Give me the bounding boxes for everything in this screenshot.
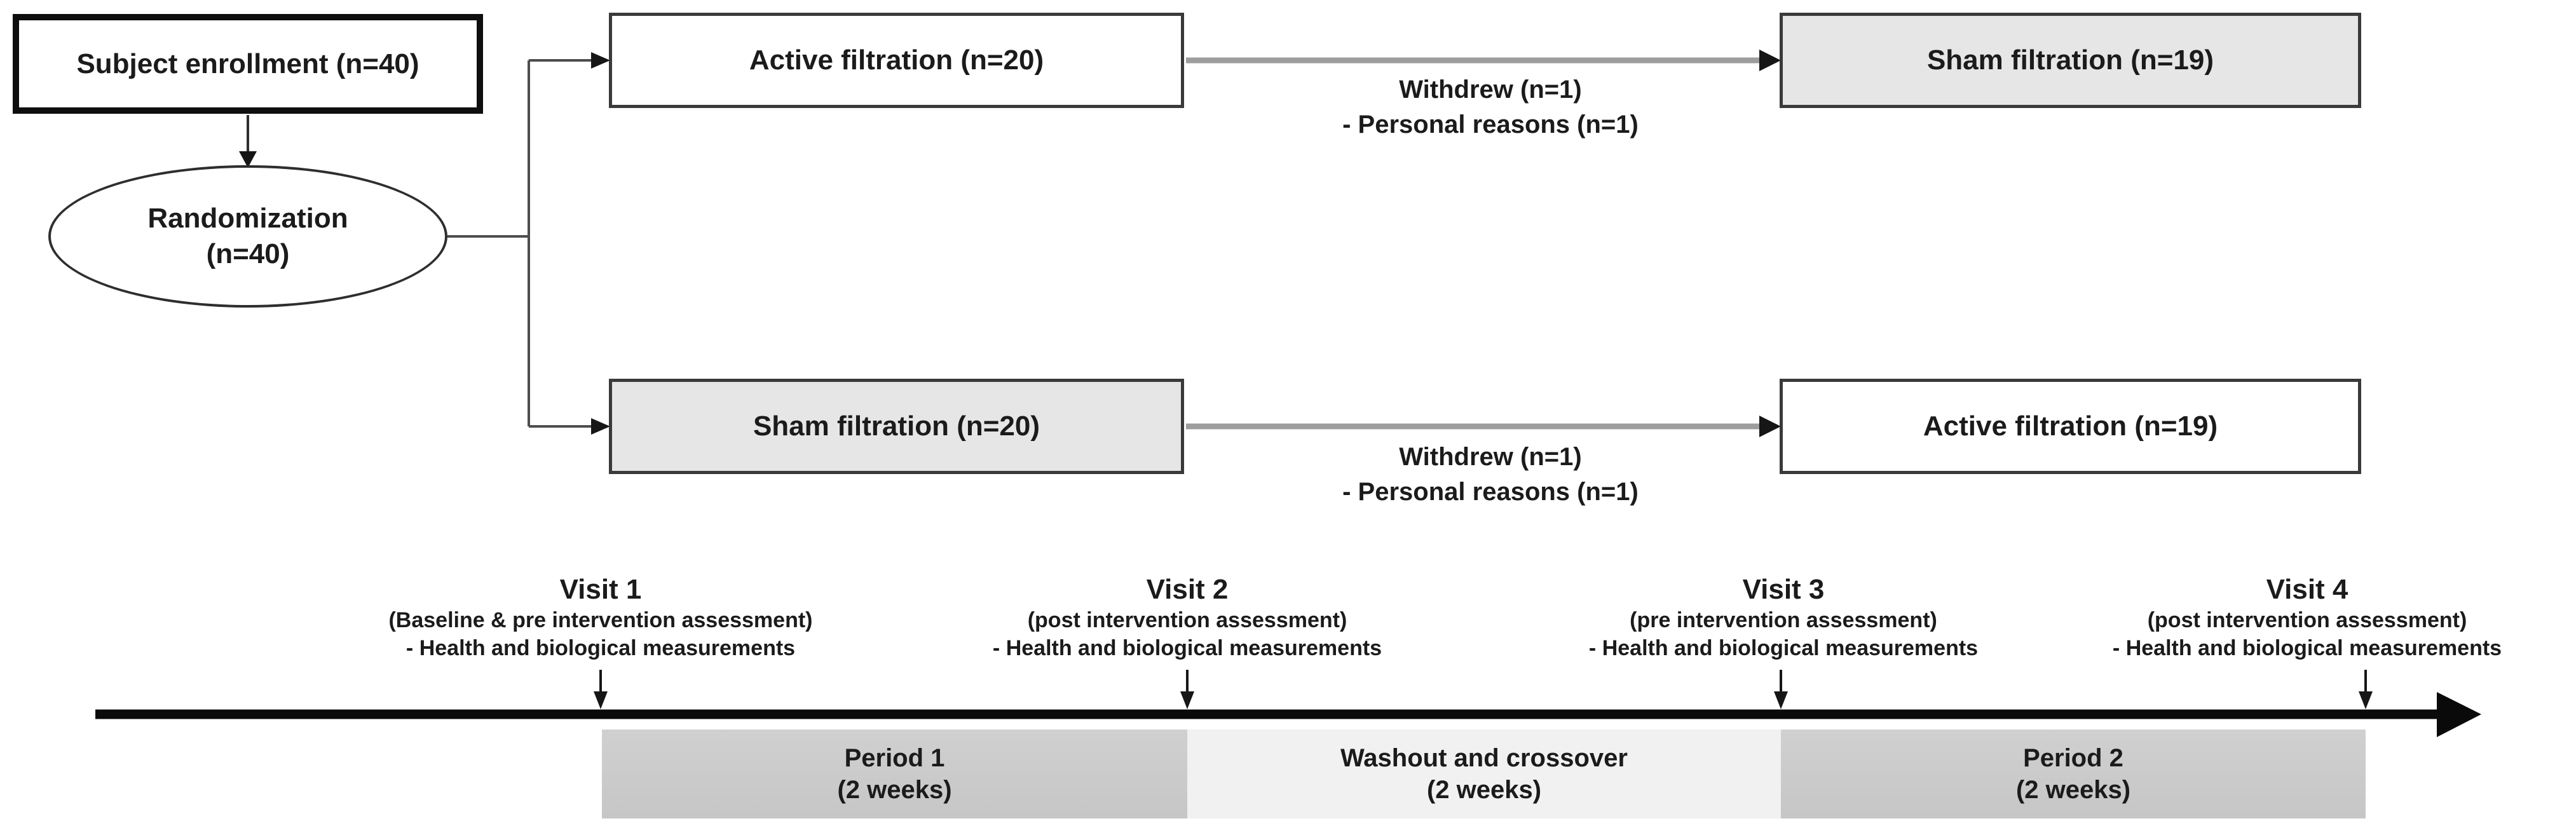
washout-line2: (2 weeks) [1426,776,1542,804]
withdrew-annotation-top: Withdrew (n=1) - Personal reasons (n=1) [1204,72,1776,142]
visit-4-title: Visit 4 [2266,574,2348,605]
withdrew-top-line1: Withdrew (n=1) [1399,76,1582,104]
visit-3-label-block: Visit 3 (pre intervention assessment) - … [1466,573,2101,662]
withdrew-bottom-line1: Withdrew (n=1) [1399,443,1582,471]
period-1-line1: Period 1 [844,744,945,772]
withdrew-annotation-bottom: Withdrew (n=1) - Personal reasons (n=1) [1204,440,1776,510]
subject-enrollment-box: Subject enrollment (n=40) [13,14,483,114]
period-1-line2: (2 weeks) [837,776,952,804]
randomization-label-line1: Randomization [147,203,348,234]
visit-4-detail: - Health and biological measurements [2112,636,2502,660]
period-1-segment: Period 1 (2 weeks) [602,730,1187,818]
visit-2-title: Visit 2 [1146,574,1229,605]
visit-2-label-block: Visit 2 (post intervention assessment) -… [869,573,1505,662]
withdrew-bottom-line2: - Personal reasons (n=1) [1342,478,1639,506]
visit-3-subtitle: (pre intervention assessment) [1630,608,1937,632]
visit-2-detail: - Health and biological measurements [992,636,1382,660]
period-2-line2: (2 weeks) [2015,776,2131,804]
visit-4-tick-arrow [2359,670,2373,709]
active-filtration-period1-box: Active filtration (n=20) [609,13,1184,108]
visit-2-tick-arrow [1180,670,1194,709]
subject-enrollment-label: Subject enrollment (n=40) [76,48,419,79]
sham-filtration-period2-box: Sham filtration (n=19) [1780,13,2361,108]
visit-1-detail: - Health and biological measurements [405,636,796,660]
active-filtration-period2-label: Active filtration (n=19) [1923,411,2218,442]
visit-1-tick-arrow [594,670,608,709]
visit-4-subtitle: (post intervention assessment) [2147,608,2467,632]
period-2-segment: Period 2 (2 weeks) [1781,730,2366,818]
washout-crossover-segment: Washout and crossover (2 weeks) [1187,730,1781,818]
randomization-branch-connector [447,60,530,426]
enrollment-to-randomization-arrow [239,115,257,168]
visit-4-label-block: Visit 4 (post intervention assessment) -… [1989,573,2576,662]
visit-2-subtitle: (post intervention assessment) [1027,608,1347,632]
active-filtration-period1-label: Active filtration (n=20) [749,44,1044,76]
branch-to-active-arrow [529,52,610,69]
visit-1-title: Visit 1 [559,574,642,605]
sham-filtration-period2-label: Sham filtration (n=19) [1926,44,2214,76]
branch-to-sham-arrow [529,418,610,435]
visit-1-subtitle: (Baseline & pre intervention assessment) [388,608,813,632]
visit-1-label-block: Visit 1 (Baseline & pre intervention ass… [283,573,918,662]
active-to-sham-crossover-arrow [1186,50,1781,71]
visit-3-tick-arrow [1774,670,1788,709]
visit-3-title: Visit 3 [1742,574,1825,605]
active-filtration-period2-box: Active filtration (n=19) [1780,379,2361,474]
washout-line1: Washout and crossover [1340,744,1628,772]
sham-filtration-period1-label: Sham filtration (n=20) [753,411,1040,442]
timeline-axis-arrow [95,692,2481,737]
sham-to-active-crossover-arrow [1186,416,1781,437]
randomization-label-line2: (n=40) [206,238,290,269]
randomization-ellipse: Randomization (n=40) [48,165,447,308]
period-2-line1: Period 2 [2023,744,2123,772]
sham-filtration-period1-box: Sham filtration (n=20) [609,379,1184,474]
visit-3-detail: - Health and biological measurements [1588,636,1979,660]
withdrew-top-line2: - Personal reasons (n=1) [1342,111,1639,139]
